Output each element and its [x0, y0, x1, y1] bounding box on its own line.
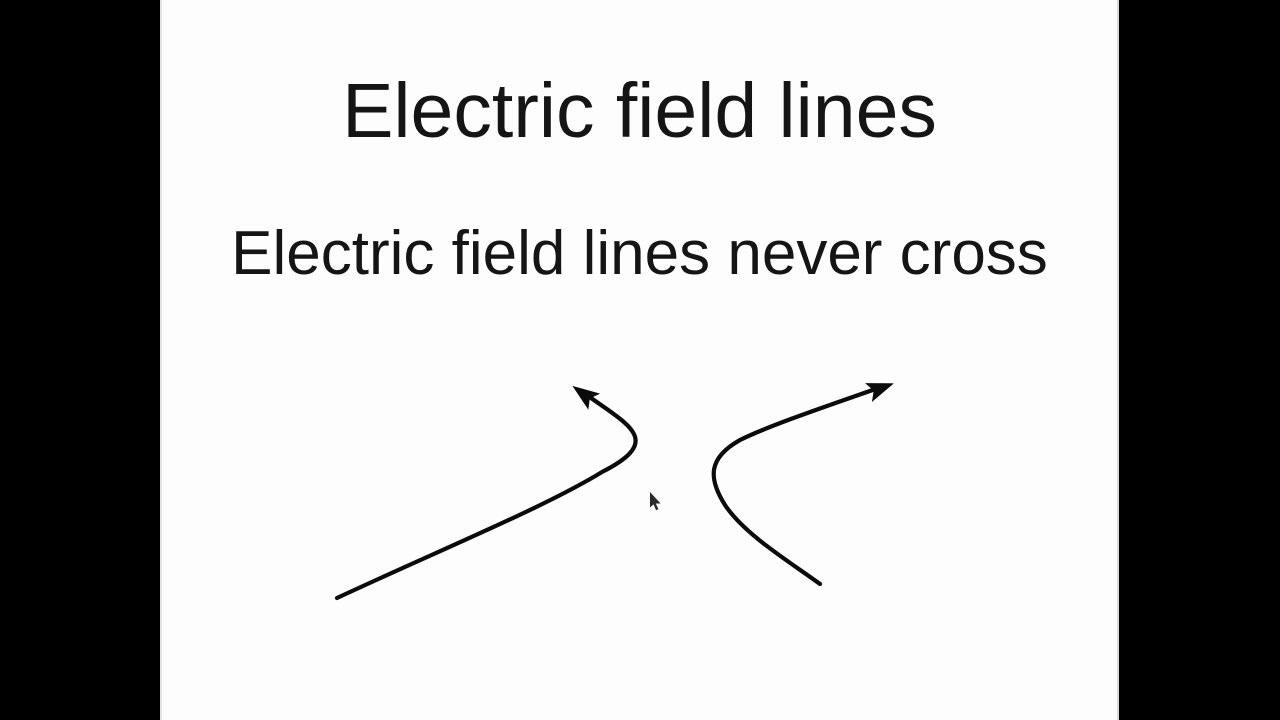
slide-title: Electric field lines	[342, 68, 937, 154]
slide-subtitle: Electric field lines never cross	[231, 219, 1048, 288]
letterbox-right	[1119, 0, 1280, 720]
letterbox-left	[0, 0, 160, 720]
slide: Electric field lines Electric field line…	[160, 0, 1119, 720]
